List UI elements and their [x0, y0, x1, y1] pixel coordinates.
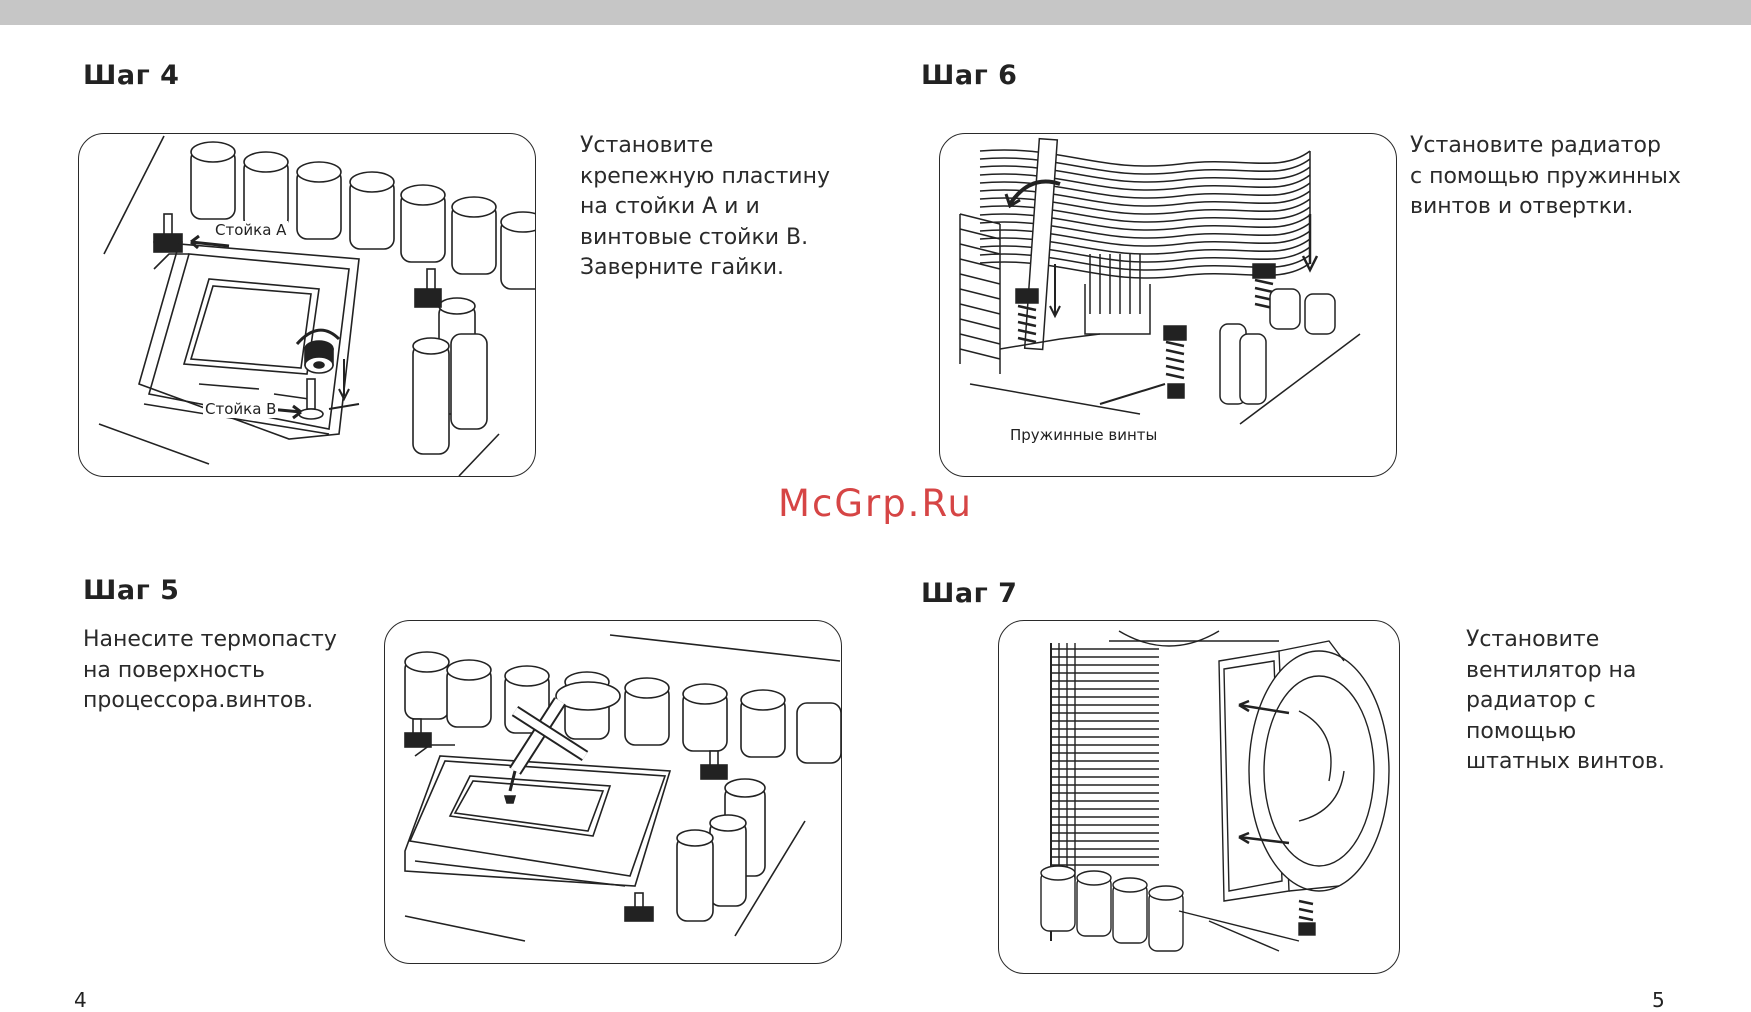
step-4-title: Шаг 4: [83, 60, 180, 91]
step-4-illustration: Стойка A Стойка B: [78, 133, 536, 477]
step-4-line: Заверните гайки.: [580, 255, 784, 280]
step-6-line: Установите радиатор: [1410, 133, 1661, 158]
step-4-line: Установите: [580, 133, 714, 158]
heatsink-fins: [979, 149, 1311, 279]
step-5-description: Нанесите термопасту на поверхность проце…: [83, 625, 337, 717]
page-number-left: 4: [74, 988, 87, 1012]
step-6-line: с помощью пружинных: [1410, 163, 1681, 189]
step-4-line: крепежную пластину: [580, 163, 830, 189]
top-gray-bar: [0, 0, 1751, 25]
watermark: McGrp.Ru: [778, 482, 973, 525]
step-6-line: винтов и отвертки.: [1410, 194, 1634, 219]
step-6-description: Установите радиатор с помощью пружинных …: [1410, 131, 1681, 223]
spring-screw-right: [1252, 263, 1276, 310]
spring-screws-label: Пружинные винты: [1008, 426, 1160, 444]
page-number-right: 5: [1652, 988, 1665, 1012]
step-7-title: Шаг 7: [921, 578, 1018, 609]
step-7-line: вентилятор на: [1466, 657, 1637, 683]
step-5-line: на поверхность: [83, 657, 265, 683]
capacitor-row: [190, 141, 535, 290]
capacitor-row: [404, 651, 841, 764]
step-4-line: на стойки А и и: [580, 194, 760, 219]
step-7-illustration: [998, 620, 1400, 974]
step-5-line: Нанесите термопасту: [83, 627, 337, 652]
fan-frame: [1218, 640, 1390, 902]
step-4-description: Установите крепежную пластину на стойки …: [580, 131, 830, 284]
step-5-line: процессора.винтов.: [83, 688, 314, 713]
step-7-line: радиатор с: [1466, 688, 1596, 713]
step-5-title: Шаг 5: [83, 575, 180, 606]
step-7-description: Установите вентилятор на радиатор с помо…: [1466, 625, 1665, 778]
step-7-line: штатных винтов.: [1466, 749, 1665, 774]
step-6-illustration: Пружинные винты: [939, 133, 1397, 477]
standoff-a-label: Стойка A: [213, 221, 289, 239]
step-7-line: помощью: [1466, 718, 1577, 744]
step-5-illustration: [384, 620, 842, 964]
step-4-line: винтовые стойки В.: [580, 224, 809, 250]
step-7-line: Установите: [1466, 627, 1600, 652]
spring-screw-left: [999, 288, 1101, 350]
spring-screw-bottom: [1163, 325, 1187, 399]
standoff-b-label: Стойка B: [203, 400, 279, 418]
step-6-title: Шаг 6: [921, 60, 1018, 91]
